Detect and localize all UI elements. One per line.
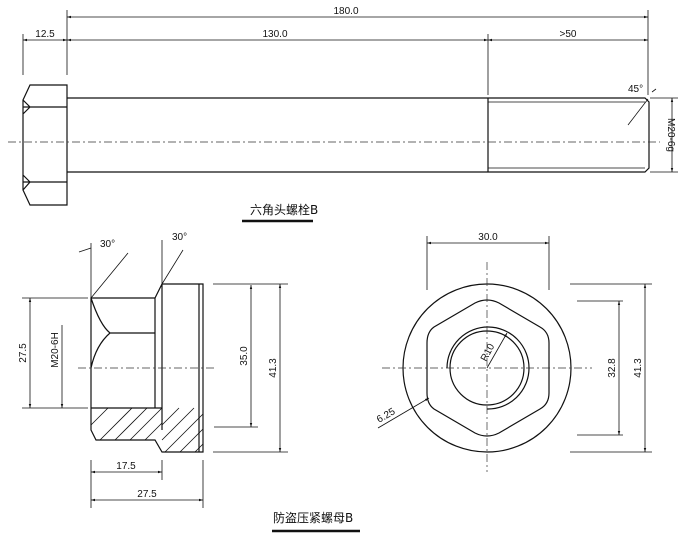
nut-angle-lines <box>78 240 184 299</box>
radius-leader <box>486 332 508 369</box>
front-extension-lines <box>426 236 652 453</box>
thread-spec: M20-6g <box>665 118 676 152</box>
dim-hex-height: 27.5 <box>18 343 29 363</box>
angle-left: 30° <box>100 239 115 250</box>
dim-radius: R10 <box>479 342 498 364</box>
bolt-title: 六角头螺栓B <box>250 202 318 217</box>
nut-title: 防盗压紧螺母B <box>273 510 353 525</box>
bolt-extension-lines <box>22 10 678 173</box>
thread-arc <box>446 326 530 410</box>
nut-hex-outline <box>90 283 204 453</box>
dim-flange-inner: 35.0 <box>239 346 250 366</box>
dim-chamfer: 45° <box>628 84 643 95</box>
dim-width: 30.0 <box>478 232 498 243</box>
dim-shank: 130.0 <box>262 29 287 40</box>
nut-hatching <box>90 407 204 453</box>
bolt-shank <box>67 97 650 173</box>
bolt-head <box>22 84 68 206</box>
rounded-hex <box>426 299 550 437</box>
dim-total-length: 27.5 <box>137 489 157 500</box>
dim-thread: >50 <box>560 29 577 40</box>
nut-extension-lines <box>22 283 288 508</box>
angle-right: 30° <box>172 232 187 243</box>
nut-front-view: R10 6.25 30.0 32.8 41.3 <box>375 232 652 472</box>
bolt-view: 180.0 12.5 130.0 >50 45° M20-6g 六角头螺栓B <box>8 6 678 223</box>
nut-thread-spec: M20-6H <box>50 332 61 368</box>
chamfer-leader <box>627 88 657 126</box>
dim-overall: 180.0 <box>333 6 358 17</box>
nut-side-view: 30° 30° 27.5 M20-6H 35.0 41.3 17.5 27.5 … <box>18 232 360 533</box>
dim-head: 12.5 <box>35 29 55 40</box>
corner-radius-leader <box>377 397 430 429</box>
bolt-thread-lines <box>488 101 645 169</box>
dim-flange-outer: 41.3 <box>268 358 279 378</box>
dim-hex-length: 17.5 <box>116 461 136 472</box>
dim-inner-height: 32.8 <box>607 358 618 378</box>
dim-outer-height: 41.3 <box>633 358 644 378</box>
